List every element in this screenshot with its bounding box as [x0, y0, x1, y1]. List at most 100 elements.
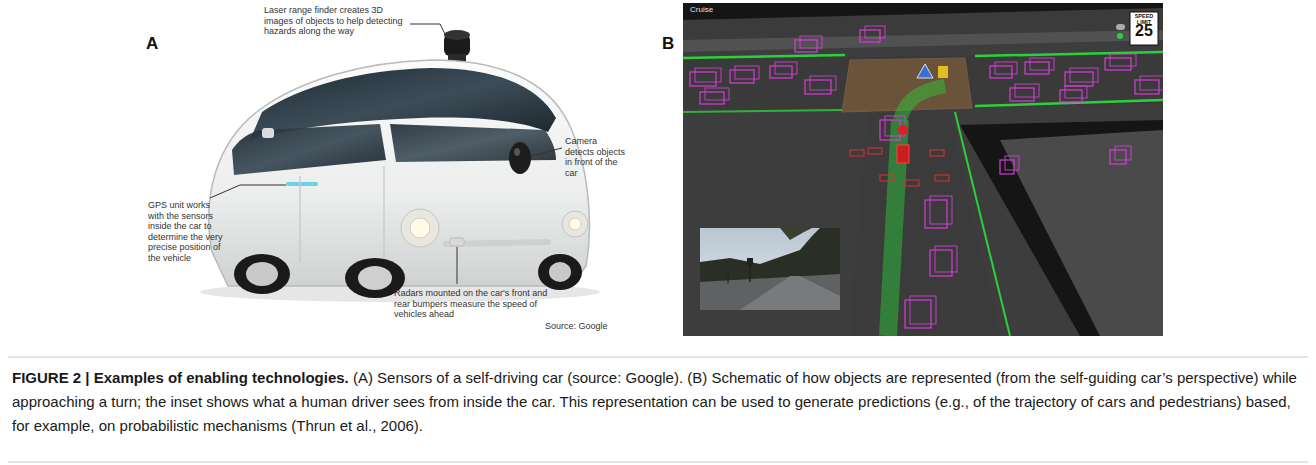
callout-text: GPS unit works with the sensors inside t…	[148, 200, 228, 264]
object-box	[930, 246, 957, 276]
object-box	[925, 196, 952, 228]
object-box	[805, 76, 836, 94]
object-box	[810, 76, 836, 90]
car-illustration	[232, 124, 386, 175]
figure-caption: FIGURE 2 | Examples of enabling technolo…	[12, 366, 1304, 438]
object-box	[860, 26, 885, 42]
object-box	[690, 72, 716, 86]
perception-screenshot	[975, 100, 1163, 106]
figure-title: FIGURE 2 | Examples of enabling technolo…	[12, 369, 349, 386]
object-box	[1110, 146, 1131, 164]
perception-screenshot	[683, 3, 1163, 336]
object-box	[1105, 58, 1131, 70]
driver-view-inset	[700, 274, 840, 310]
panel-letter: A	[146, 34, 170, 54]
perception-screenshot	[938, 66, 948, 78]
rule	[8, 462, 1308, 463]
object-box	[1000, 156, 1019, 174]
perception-screenshot	[683, 52, 1163, 112]
mode-label: Cruise	[690, 5, 750, 14]
car-illustration	[401, 209, 439, 247]
obstacle-box	[850, 150, 864, 156]
callout-text: Laser range finder creates 3D images of …	[264, 5, 410, 37]
object-box	[1030, 58, 1054, 70]
object-box	[1025, 62, 1049, 74]
leader-line	[210, 185, 286, 198]
car-illustration	[569, 218, 581, 230]
object-box	[865, 26, 885, 38]
object-box	[930, 196, 952, 224]
object-box	[910, 296, 936, 324]
speed-limit: 25	[1130, 22, 1158, 41]
car-illustration	[209, 60, 590, 286]
obstacle-box	[905, 180, 919, 186]
object-box	[1065, 86, 1087, 98]
car-illustration	[234, 254, 290, 294]
object-box	[700, 88, 729, 104]
object-box	[860, 30, 880, 42]
car-illustration	[246, 262, 278, 286]
object-box	[775, 62, 797, 74]
object-box	[1060, 90, 1082, 102]
object-box	[1070, 68, 1098, 82]
object-box	[735, 66, 759, 79]
object-box	[1025, 58, 1054, 74]
object-box	[1115, 146, 1131, 160]
object-box	[1060, 86, 1087, 102]
car-illustration	[444, 30, 470, 40]
perception-screenshot	[897, 145, 909, 163]
perception-screenshot	[683, 8, 1163, 52]
object-box	[795, 36, 822, 52]
object-box	[1135, 80, 1159, 94]
perception-screenshot	[683, 55, 845, 58]
car-illustration	[358, 266, 392, 290]
car-illustration	[299, 176, 300, 262]
perception-screenshot	[955, 112, 1010, 336]
object-box	[1065, 68, 1098, 86]
object-box	[880, 120, 900, 140]
object-boxes	[690, 26, 1163, 328]
leader-line	[457, 247, 458, 284]
perception-screenshot	[850, 106, 1000, 336]
leader-lines	[210, 24, 562, 284]
car-illustration	[514, 148, 520, 156]
object-box	[1110, 150, 1126, 164]
object-box	[770, 62, 797, 78]
panel-letter: B	[662, 34, 686, 54]
obstacle-box	[930, 150, 944, 156]
perception-screenshot	[917, 64, 933, 78]
car-illustration	[538, 254, 582, 290]
car-illustration	[509, 142, 531, 174]
object-box	[1065, 72, 1093, 86]
source-note: Source: Google	[545, 321, 625, 332]
perception-screenshot	[1116, 24, 1125, 30]
object-box	[990, 62, 1017, 78]
car-illustration	[200, 30, 600, 302]
perception-screenshot	[1130, 12, 1158, 45]
car-illustration	[262, 128, 274, 138]
object-box	[795, 40, 817, 52]
object-box	[1135, 76, 1163, 94]
driver-view-inset	[740, 276, 840, 310]
object-box	[1010, 84, 1039, 101]
object-box	[1015, 84, 1039, 97]
perception-screenshot	[898, 125, 908, 135]
object-box	[770, 66, 792, 78]
perception-screenshot	[1117, 33, 1123, 39]
object-box	[690, 68, 721, 86]
car-illustration	[383, 166, 384, 262]
object-box	[990, 66, 1012, 78]
driver-view-inset	[747, 258, 753, 266]
perception-screenshot	[683, 110, 842, 112]
object-box	[700, 92, 724, 104]
object-box	[1105, 54, 1136, 70]
obstacle-box	[868, 148, 882, 154]
object-box	[805, 80, 831, 94]
callout-text: Radars mounted on the car's front and re…	[394, 288, 556, 320]
leader-line	[531, 148, 562, 156]
callout-text: Camera detects objects in front of the c…	[565, 136, 627, 178]
object-box	[1140, 76, 1163, 90]
driver-view-inset	[700, 228, 840, 310]
rule	[8, 357, 1308, 358]
object-box	[695, 68, 721, 82]
